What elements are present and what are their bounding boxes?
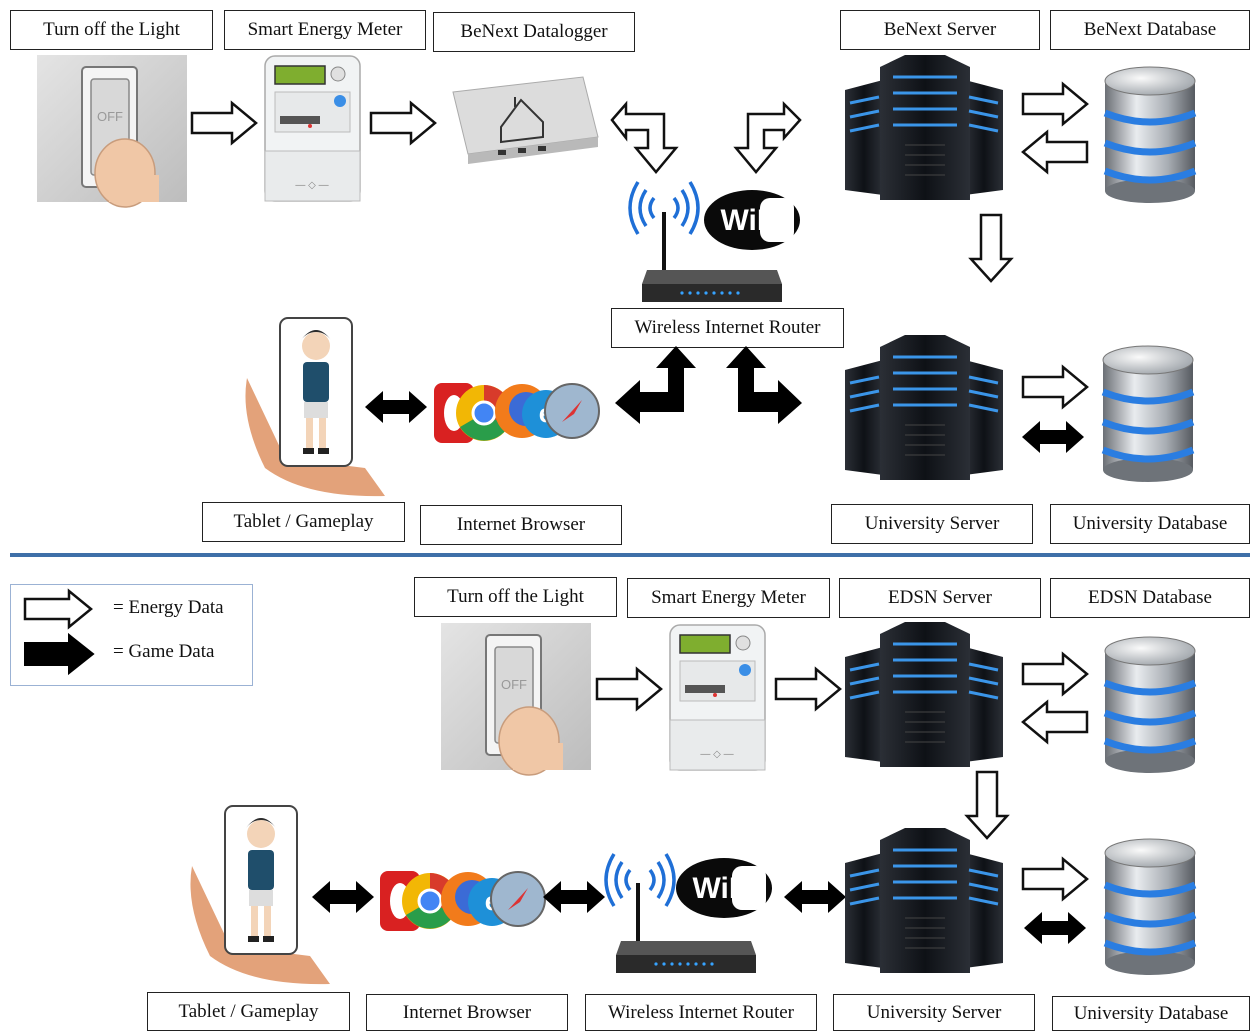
label-turn-off-light-2: Turn off the Light <box>414 577 617 617</box>
label-smart-energy-meter: Smart Energy Meter <box>224 10 426 50</box>
label-wireless-router: Wireless Internet Router <box>611 308 844 348</box>
edsn-server-icon <box>843 620 1005 769</box>
game-data-arrow-icon <box>784 881 846 913</box>
energy-arrow-back-icon <box>1021 130 1089 174</box>
energy-arrow-icon <box>1021 82 1089 126</box>
energy-bent-arrow-icon <box>610 100 679 174</box>
tablet-icon <box>244 317 386 498</box>
label-edsn-database: EDSN Database <box>1050 578 1250 618</box>
smart-meter-icon <box>264 55 361 202</box>
game-data-arrow-icon <box>543 881 605 913</box>
light-switch-icon-2 <box>440 622 592 776</box>
university-database-icon-2 <box>1105 839 1195 975</box>
label-internet-browser-2: Internet Browser <box>366 994 568 1031</box>
label-benext-datalogger: BeNext Datalogger <box>433 12 635 52</box>
university-database-icon <box>1103 346 1193 482</box>
label-university-server: University Server <box>831 504 1033 544</box>
legend-game-arrow-icon <box>24 632 95 676</box>
label-internet-browser: Internet Browser <box>420 505 622 545</box>
wifi-logo-text-2: WiFi <box>692 872 755 905</box>
section-divider <box>10 553 1250 557</box>
game-data-arrow-icon <box>365 391 427 423</box>
energy-arrow-icon <box>774 667 842 711</box>
game-data-arrow-icon <box>1022 421 1084 453</box>
light-switch-icon <box>36 54 188 208</box>
energy-arrow-icon <box>1021 365 1089 409</box>
label-university-database: University Database <box>1050 504 1250 544</box>
label-turn-off-light: Turn off the Light <box>10 10 213 50</box>
label-edsn-server: EDSN Server <box>839 578 1041 618</box>
game-bent-arrow-icon <box>615 346 696 424</box>
legend-energy-arrow-icon <box>23 588 93 630</box>
energy-arrow-icon <box>190 101 258 145</box>
game-data-arrow-icon <box>1024 912 1086 944</box>
legend: = Energy Data = Game Data <box>10 584 253 686</box>
energy-arrow-back-icon <box>1021 700 1089 744</box>
university-server-icon-2 <box>843 826 1005 975</box>
browsers-icon-2 <box>378 869 547 933</box>
label-university-server-2: University Server <box>833 994 1035 1031</box>
game-bent-arrow-icon-2 <box>726 346 802 424</box>
university-server-icon <box>843 333 1005 482</box>
legend-game-text: = Game Data <box>113 641 215 662</box>
label-wireless-router-2: Wireless Internet Router <box>585 994 817 1031</box>
tablet-icon-2 <box>189 805 331 986</box>
energy-arrow-icon <box>369 101 437 145</box>
browsers-icon <box>432 381 601 445</box>
benext-database-icon <box>1105 67 1195 203</box>
energy-bent-arrow-icon-2 <box>733 100 802 174</box>
game-data-arrow-icon <box>312 881 374 913</box>
legend-energy-text: = Energy Data <box>113 597 224 618</box>
benext-server-icon <box>843 53 1005 202</box>
legend-arrows <box>23 588 95 676</box>
label-tablet-gameplay: Tablet / Gameplay <box>202 502 405 542</box>
energy-arrow-icon <box>1021 652 1089 696</box>
edsn-database-icon <box>1105 637 1195 773</box>
label-benext-server: BeNext Server <box>840 10 1040 50</box>
energy-arrow-down-icon <box>965 770 1009 840</box>
energy-arrow-down-icon <box>969 213 1013 283</box>
energy-arrow-icon <box>1021 857 1089 901</box>
datalogger-icon <box>452 76 599 165</box>
label-smart-energy-meter-2: Smart Energy Meter <box>627 578 830 618</box>
label-tablet-gameplay-2: Tablet / Gameplay <box>147 992 350 1031</box>
label-benext-database: BeNext Database <box>1050 10 1250 50</box>
smart-meter-icon-2 <box>669 624 766 771</box>
energy-arrow-icon <box>595 667 663 711</box>
wifi-logo-text: WiFi <box>720 204 783 237</box>
